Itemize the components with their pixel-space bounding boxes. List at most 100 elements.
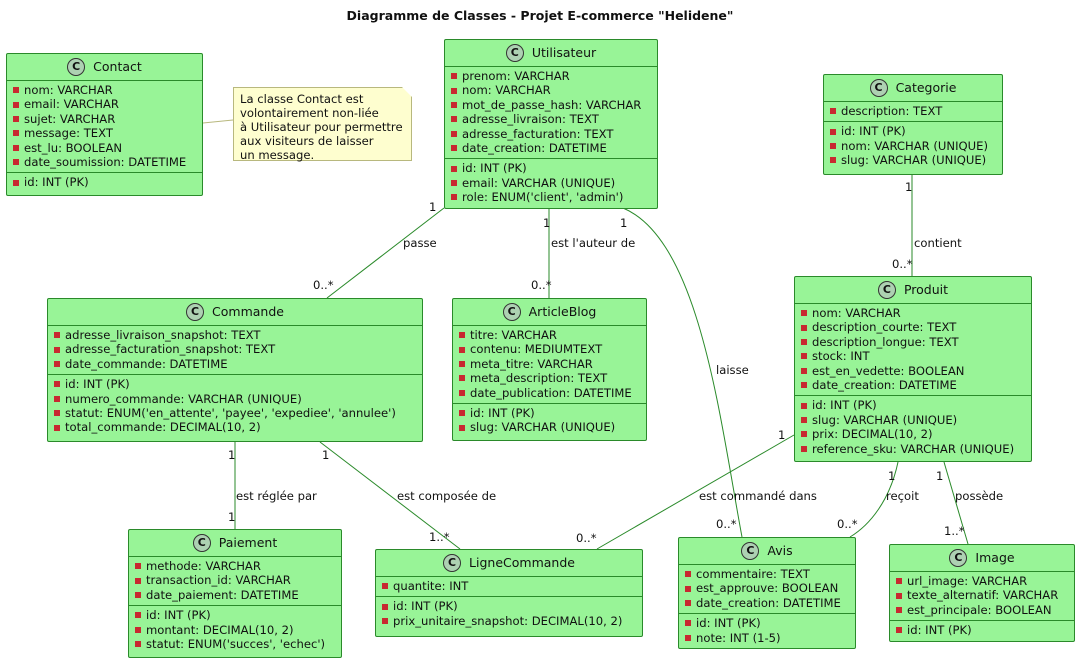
keys-section: id: INT (PK) email: VARCHAR (UNIQUE) rol…: [445, 158, 657, 207]
attribute: commentaire: TEXT: [679, 567, 855, 581]
attribute: id: INT (PK): [445, 161, 657, 175]
attribute: id: INT (PK): [48, 377, 422, 391]
private-visibility-icon: [801, 324, 807, 331]
link-recoit: [849, 461, 899, 538]
class-lignecommande[interactable]: C LigneCommande quantite: INT id: INT (P…: [375, 549, 643, 637]
attribute: reference_sku: VARCHAR (UNIQUE): [795, 442, 1031, 456]
class-icon: C: [949, 549, 968, 567]
private-visibility-icon: [13, 144, 19, 151]
private-visibility-icon: [830, 143, 836, 150]
multiplicity: 1: [936, 469, 944, 483]
attributes-section: url_image: VARCHAR texte_alternatif: VAR…: [890, 572, 1074, 620]
class-header: C Contact: [7, 54, 202, 81]
attribute: est_en_vedette: BOOLEAN: [795, 364, 1031, 378]
attribute: est_principale: BOOLEAN: [890, 603, 1074, 617]
private-visibility-icon: [801, 382, 807, 389]
link-laisse: [622, 207, 743, 538]
class-icon: C: [67, 58, 86, 76]
private-visibility-icon: [54, 361, 60, 368]
attribute: prix_unitaire_snapshot: DECIMAL(10, 2): [376, 614, 642, 628]
multiplicity: 0..*: [716, 517, 737, 531]
class-contact[interactable]: C Contact nom: VARCHAR email: VARCHAR su…: [6, 53, 203, 196]
private-visibility-icon: [451, 145, 457, 152]
attribute: adresse_livraison_snapshot: TEXT: [48, 328, 422, 342]
class-name: Commande: [212, 303, 284, 319]
multiplicity: 1..*: [944, 524, 965, 538]
private-visibility-icon: [830, 157, 836, 164]
attribute: numero_commande: VARCHAR (UNIQUE): [48, 392, 422, 406]
class-icon: C: [186, 303, 205, 321]
multiplicity: 1..*: [429, 530, 450, 544]
attributes-section: description: TEXT: [824, 102, 1002, 121]
attribute: url_image: VARCHAR: [890, 574, 1074, 588]
relation-label-laisse: laisse: [716, 363, 749, 377]
attribute: statut: ENUM('en_attente', 'payee', 'exp…: [48, 406, 422, 420]
attribute: date_creation: DATETIME: [445, 141, 657, 155]
class-categorie[interactable]: C Categorie description: TEXT id: INT (P…: [823, 74, 1003, 175]
private-visibility-icon: [801, 431, 807, 438]
attributes-section: prenom: VARCHAR nom: VARCHAR mot_de_pass…: [445, 67, 657, 158]
attribute: meta_titre: VARCHAR: [453, 357, 646, 371]
attribute: date_publication: DATETIME: [453, 386, 646, 400]
private-visibility-icon: [830, 108, 836, 115]
class-header: C Commande: [48, 299, 422, 326]
attribute: date_creation: DATETIME: [679, 596, 855, 610]
private-visibility-icon: [451, 87, 457, 94]
private-visibility-icon: [54, 381, 60, 388]
private-visibility-icon: [451, 73, 457, 80]
class-avis[interactable]: C Avis commentaire: TEXT est_approuve: B…: [678, 537, 856, 649]
private-visibility-icon: [896, 607, 902, 614]
keys-section: id: INT (PK) note: INT (1-5): [679, 613, 855, 648]
attribute: date_creation: DATETIME: [795, 378, 1031, 392]
attribute: date_paiement: DATETIME: [129, 588, 341, 602]
private-visibility-icon: [801, 339, 807, 346]
private-visibility-icon: [54, 332, 60, 339]
attributes-section: adresse_livraison_snapshot: TEXT adresse…: [48, 326, 422, 374]
class-icon: C: [505, 44, 524, 62]
attribute: statut: ENUM('succes', 'echec'): [129, 637, 341, 651]
keys-section: id: INT (PK) montant: DECIMAL(10, 2) sta…: [129, 605, 341, 654]
class-header: C Utilisateur: [445, 40, 657, 67]
class-image[interactable]: C Image url_image: VARCHAR texte_alterna…: [889, 544, 1075, 642]
private-visibility-icon: [54, 395, 60, 402]
private-visibility-icon: [451, 194, 457, 201]
private-visibility-icon: [13, 116, 19, 123]
link-possede: [943, 461, 969, 545]
keys-section: id: INT (PK): [890, 620, 1074, 640]
private-visibility-icon: [13, 159, 19, 166]
link-composee: [319, 441, 461, 550]
private-visibility-icon: [801, 353, 807, 360]
class-name: ArticleBlog: [528, 303, 597, 319]
attribute: titre: VARCHAR: [453, 328, 646, 342]
private-visibility-icon: [459, 375, 465, 382]
private-visibility-icon: [451, 130, 457, 137]
multiplicity: 1: [620, 216, 628, 230]
attribute: id: INT (PK): [890, 623, 1074, 637]
private-visibility-icon: [451, 116, 457, 123]
class-icon: C: [502, 303, 521, 321]
attribute: date_commande: DATETIME: [48, 357, 422, 371]
class-icon: C: [443, 554, 462, 572]
class-paiement[interactable]: C Paiement methode: VARCHAR transaction_…: [128, 529, 342, 658]
class-header: C Categorie: [824, 75, 1002, 102]
private-visibility-icon: [451, 180, 457, 187]
attribute: id: INT (PK): [129, 608, 341, 622]
diagram-title: Diagramme de Classes - Projet E-commerce…: [346, 8, 734, 23]
keys-section: id: INT (PK): [7, 172, 202, 192]
class-utilisateur[interactable]: C Utilisateur prenom: VARCHAR nom: VARCH…: [444, 39, 658, 209]
class-produit[interactable]: C Produit nom: VARCHAR description_court…: [794, 276, 1032, 462]
private-visibility-icon: [896, 627, 902, 634]
private-visibility-icon: [13, 87, 19, 94]
class-commande[interactable]: C Commande adresse_livraison_snapshot: T…: [47, 298, 423, 442]
attribute: id: INT (PK): [7, 175, 202, 189]
note-line: à Utilisateur pour permettre: [240, 120, 403, 134]
multiplicity: 0..*: [313, 278, 334, 292]
class-header: C Produit: [795, 277, 1031, 304]
private-visibility-icon: [382, 603, 388, 610]
class-articleblog[interactable]: C ArticleBlog titre: VARCHAR contenu: ME…: [452, 298, 647, 441]
class-header: C Avis: [679, 538, 855, 565]
attribute: id: INT (PK): [453, 406, 646, 420]
attribute: description: TEXT: [824, 104, 1002, 118]
attribute: prenom: VARCHAR: [445, 69, 657, 83]
